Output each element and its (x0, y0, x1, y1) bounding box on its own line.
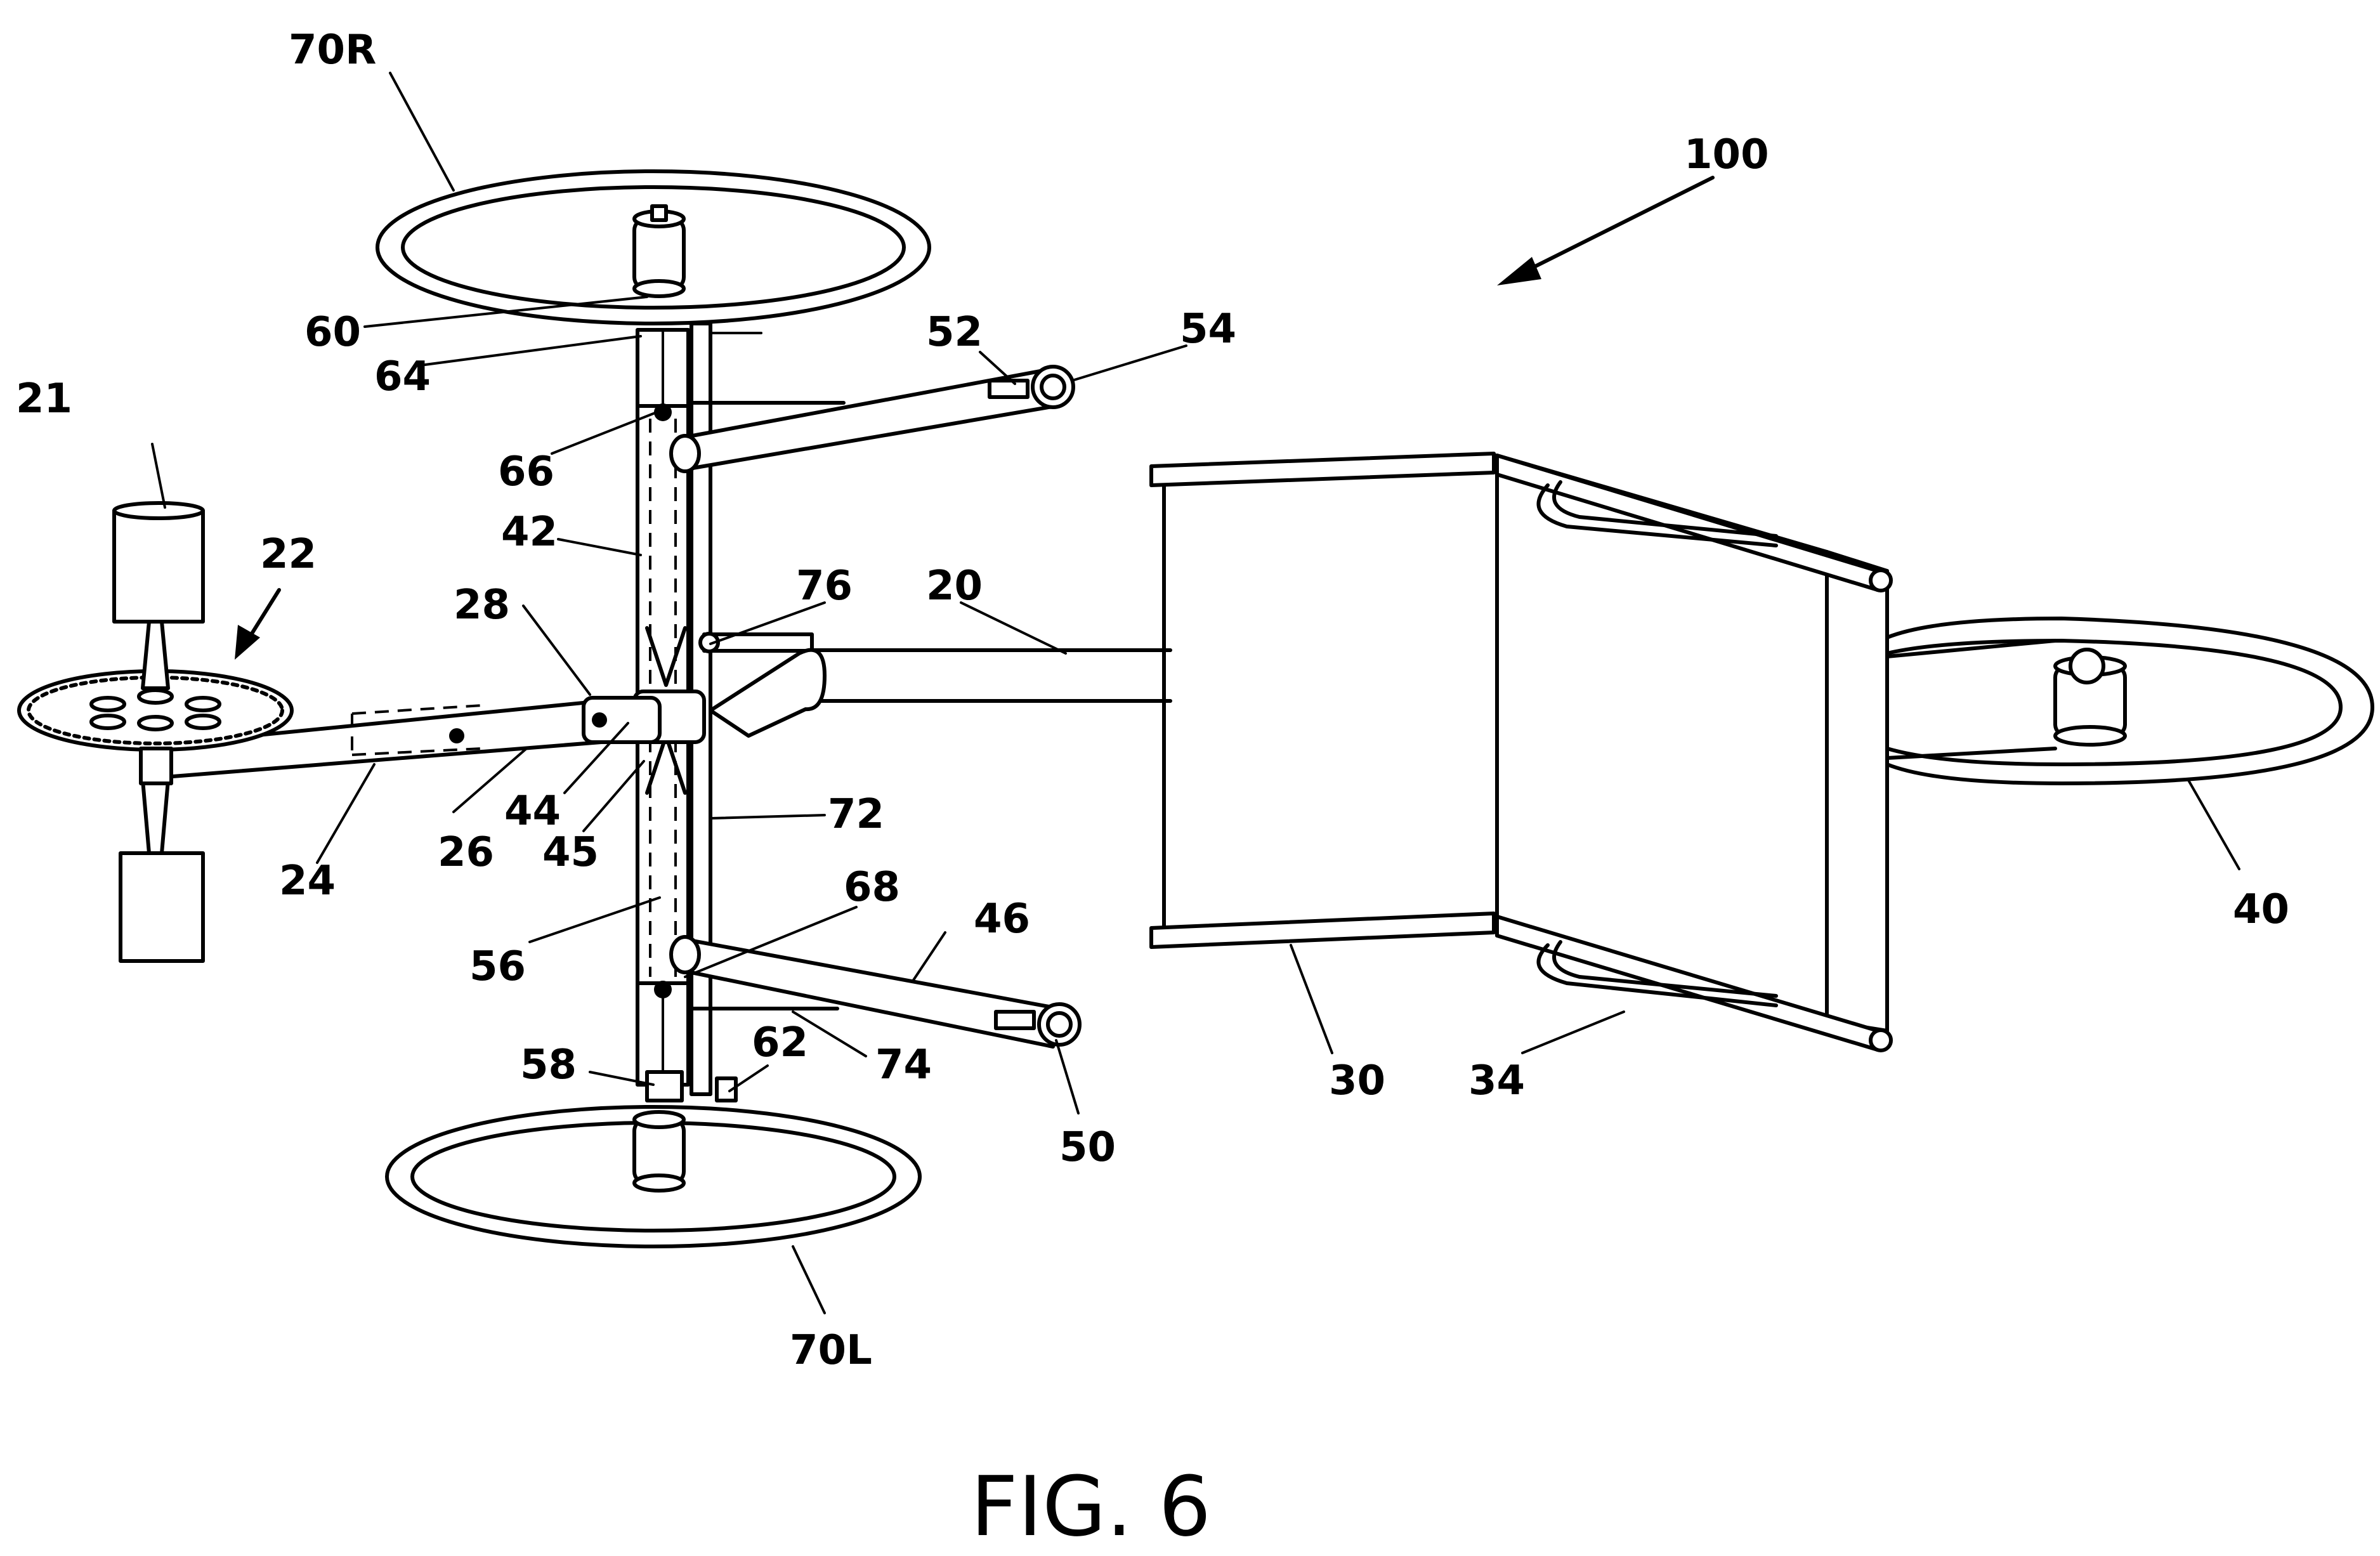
label-70l: 70L (790, 1327, 872, 1374)
main-frame-tube (709, 648, 1172, 738)
label-28: 28 (454, 582, 510, 629)
label-24: 24 (279, 858, 336, 905)
pedal-crank-assembly (17, 501, 662, 963)
label-72: 72 (828, 791, 884, 838)
label-22: 22 (260, 531, 317, 578)
label-30: 30 (1329, 1057, 1385, 1104)
leader-lines (151, 72, 2240, 1314)
label-34: 34 (1468, 1057, 1525, 1104)
label-62: 62 (752, 1019, 808, 1066)
label-68: 68 (844, 864, 900, 911)
label-74: 74 (875, 1042, 932, 1089)
label-42: 42 (501, 509, 558, 556)
label-40: 40 (2233, 886, 2289, 933)
figure-caption: FIG. 6 (971, 1458, 1211, 1555)
label-26: 26 (438, 829, 494, 876)
label-44: 44 (504, 788, 561, 835)
label-52: 52 (926, 309, 983, 356)
steering-arm-upper (669, 365, 1075, 473)
label-20: 20 (926, 563, 983, 610)
label-21: 21 (16, 376, 72, 422)
seat (1149, 452, 1893, 1052)
label-56: 56 (469, 943, 526, 990)
label-45: 45 (542, 829, 599, 876)
reference-numerals: 100 70R 60 64 52 54 21 22 66 42 28 76 20… (16, 27, 2289, 1374)
left-front-wheel (385, 1105, 922, 1248)
rear-wheel (1885, 617, 2374, 785)
label-66: 66 (498, 448, 554, 495)
label-54: 54 (1180, 306, 1236, 353)
label-100: 100 (1684, 131, 1769, 178)
label-64: 64 (374, 353, 431, 400)
label-60: 60 (304, 309, 361, 356)
label-58: 58 (520, 1042, 577, 1089)
label-76: 76 (796, 563, 853, 610)
right-front-wheel (376, 169, 931, 325)
steering-arm-lower (669, 935, 1082, 1049)
sprocket-arrow (235, 588, 281, 660)
label-50: 50 (1059, 1124, 1116, 1171)
label-46: 46 (974, 896, 1030, 943)
label-70r: 70R (289, 27, 376, 74)
assembly-arrow (1497, 176, 1715, 285)
